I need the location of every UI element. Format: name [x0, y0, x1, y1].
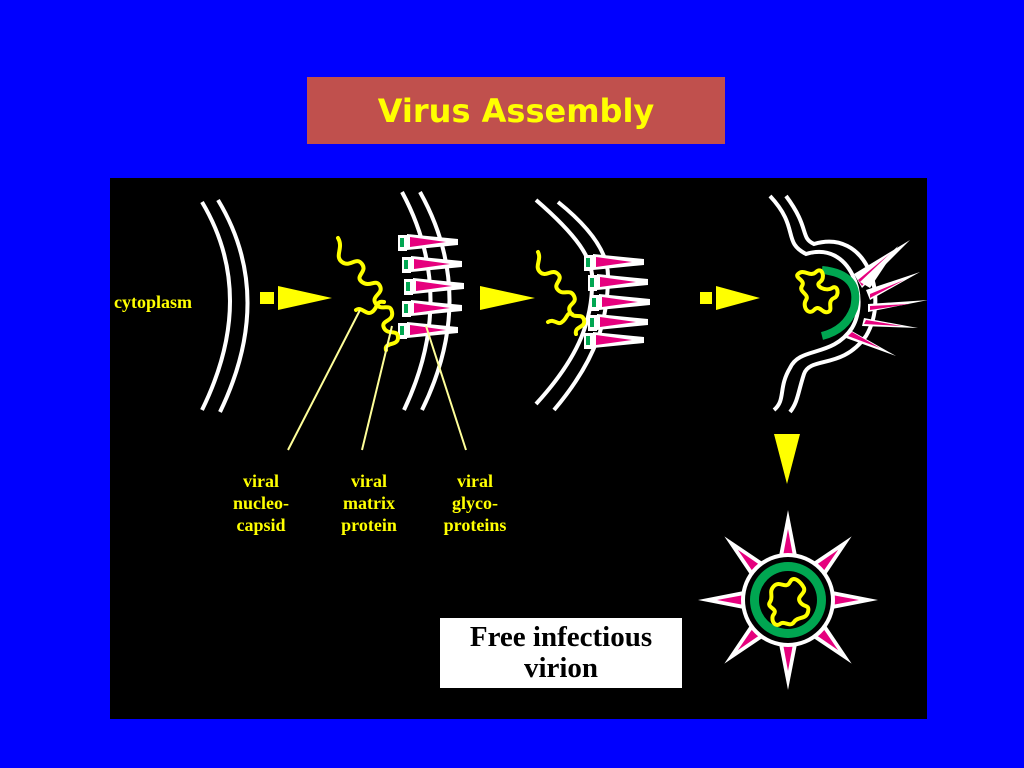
label-cytoplasm: cytoplasm — [114, 292, 192, 312]
caption-line-1: Free infectious — [469, 621, 653, 653]
label-line: protein — [341, 515, 397, 535]
nucleocapsid-stage-4 — [795, 268, 840, 315]
label-line: viral — [243, 471, 279, 491]
label-line: nucleo- — [233, 493, 289, 513]
matrix-layer-stage-4 — [820, 266, 860, 340]
nucleocapsid-stage-2 — [336, 236, 401, 352]
label-viral-glycoproteins: viral glyco- proteins — [435, 470, 515, 536]
label-line: matrix — [343, 493, 395, 513]
membrane-stage-1 — [200, 198, 250, 413]
label-line: viral — [457, 471, 493, 491]
caption-line-2: virion — [523, 652, 599, 684]
free-virion — [698, 510, 878, 690]
label-viral-matrix-protein: viral matrix protein — [330, 470, 408, 536]
diagram-panel: cytoplasm viral nucleo- capsid viral mat… — [110, 178, 927, 719]
nucleocapsid-stage-3 — [535, 250, 587, 336]
arrow-down — [774, 434, 800, 484]
slide-title: Virus Assembly — [377, 91, 655, 130]
membrane-stage-4 — [768, 194, 878, 414]
glycoproteins-stage-3 — [584, 254, 650, 349]
glycoproteins-stage-4 — [846, 240, 927, 356]
arrow-3 — [700, 286, 760, 310]
label-line: proteins — [443, 515, 507, 535]
arrow-2 — [480, 286, 535, 310]
label-line: viral — [351, 471, 387, 491]
label-viral-nucleocapsid: viral nucleo- capsid — [230, 470, 292, 536]
label-pointers — [287, 309, 467, 451]
arrow-1 — [260, 286, 332, 310]
slide-title-box: Virus Assembly — [307, 77, 725, 144]
membrane-stage-2 — [400, 191, 452, 411]
label-line: capsid — [236, 515, 286, 535]
virus-assembly-diagram — [200, 191, 927, 690]
label-line: glyco- — [452, 493, 498, 513]
free-virion-caption: Free infectious virion — [440, 618, 682, 688]
